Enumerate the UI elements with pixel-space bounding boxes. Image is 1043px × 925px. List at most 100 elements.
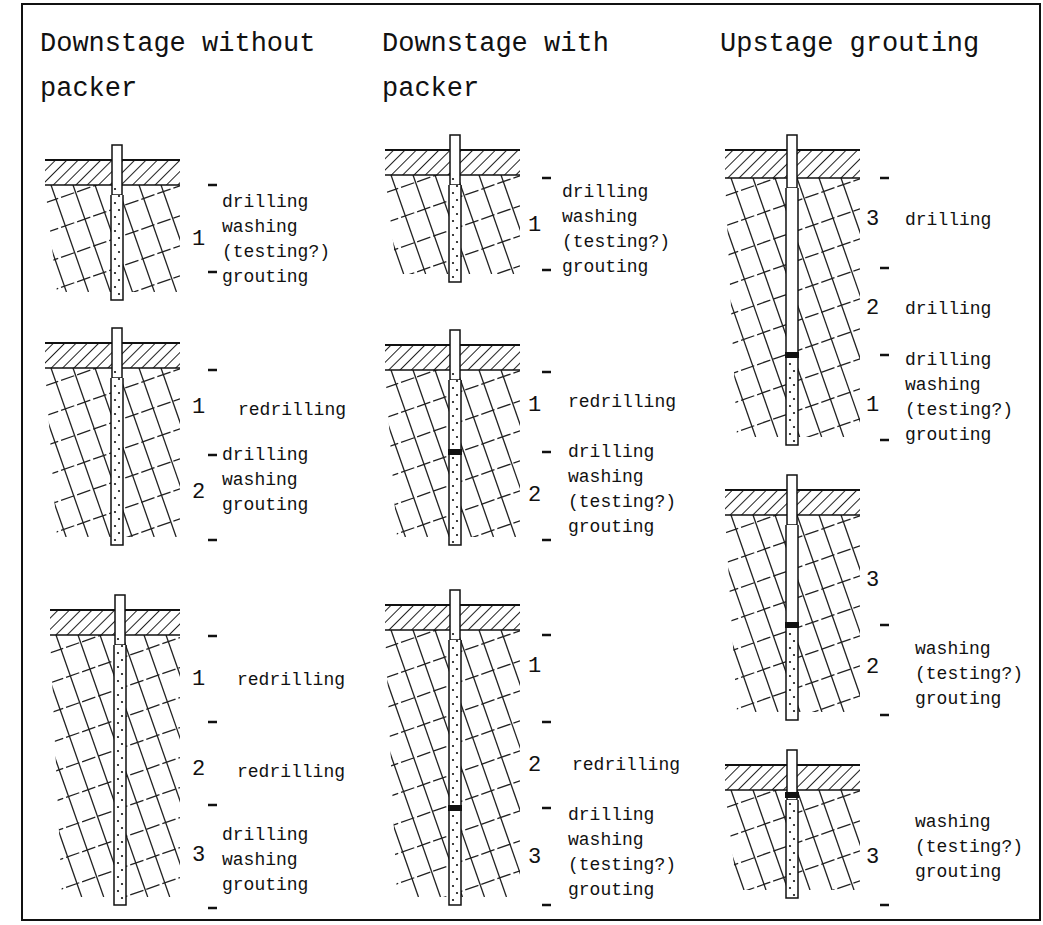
stage-mark <box>542 807 551 810</box>
joint-line <box>347 370 405 537</box>
grout-dot <box>117 680 119 682</box>
grout-dot <box>452 843 454 845</box>
grout-dot <box>793 810 795 812</box>
grout-dot <box>118 293 120 295</box>
grout-dot <box>793 880 795 882</box>
grout-dot <box>452 457 454 459</box>
joint-line <box>325 370 383 537</box>
grout-dot <box>456 380 458 382</box>
grout-dot <box>452 871 454 873</box>
grout-dot <box>456 794 458 796</box>
rock-joints <box>665 761 898 925</box>
grout-dot <box>789 391 791 393</box>
grout-dot <box>456 850 458 852</box>
step-note: drilling washing (testing?) grouting <box>568 440 676 540</box>
joint-line <box>457 630 550 897</box>
joint-line <box>523 175 558 274</box>
joint-line <box>29 368 88 537</box>
stage-mark <box>208 635 217 638</box>
step-note: washing (testing?) grouting <box>915 637 1023 712</box>
grout-dot <box>789 831 791 833</box>
grout-dot <box>118 518 120 520</box>
step-note: redrilling <box>568 390 676 415</box>
grout-dot <box>452 885 454 887</box>
grout-dot <box>456 422 458 424</box>
grout-dot <box>456 185 458 187</box>
stage-number: 2 <box>528 753 541 779</box>
step-note: drilling washing (testing?) grouting <box>905 348 1013 448</box>
joint-line <box>95 368 154 537</box>
joint-line <box>457 175 492 274</box>
grout-dot <box>121 715 123 717</box>
step-note: drilling <box>905 297 991 322</box>
stage-mark <box>880 624 889 627</box>
standpipe <box>787 475 797 525</box>
grout-dot <box>452 675 454 677</box>
grout-dot <box>456 752 458 754</box>
grout-dot <box>118 434 120 436</box>
step-note: drilling washing (testing?) grouting <box>568 803 676 903</box>
joint-line <box>369 175 404 274</box>
standpipe <box>787 135 797 188</box>
stage-number: 3 <box>528 845 541 871</box>
joint-line <box>325 175 360 274</box>
grout-dot <box>121 645 123 647</box>
column-heading: Downstage with packer <box>382 22 682 112</box>
grout-dot <box>452 262 454 264</box>
joint-line <box>391 370 449 537</box>
grout-dot <box>452 815 454 817</box>
stage-mark <box>208 271 217 274</box>
grout-dot <box>121 897 123 899</box>
grout-dot <box>456 436 458 438</box>
grout-dot <box>114 413 116 415</box>
packer <box>785 792 799 798</box>
borehole-panel <box>0 328 242 566</box>
grout-dot <box>117 694 119 696</box>
rock-joints <box>325 146 558 313</box>
grout-dot <box>456 710 458 712</box>
grout-dot <box>789 419 791 421</box>
grout <box>789 803 795 896</box>
grout-dot <box>452 220 454 222</box>
grout-dot <box>456 668 458 670</box>
joint-line <box>413 370 471 537</box>
grout-dot <box>789 887 791 889</box>
step-note: washing (testing?) grouting <box>915 810 1023 885</box>
step-note: redrilling <box>237 760 345 785</box>
borehole-panel <box>325 330 581 568</box>
grout-dot <box>456 506 458 508</box>
grout-dot <box>456 534 458 536</box>
stage-number: 2 <box>528 483 541 509</box>
joint-line <box>797 790 832 890</box>
stage-number: 3 <box>866 207 879 233</box>
packer <box>448 449 462 455</box>
joint-line <box>841 515 910 712</box>
grout-dot <box>452 206 454 208</box>
grout-dot <box>456 682 458 684</box>
grout-dot <box>789 703 791 705</box>
joint-line <box>501 370 559 537</box>
joint-line <box>413 175 448 274</box>
grout-dot <box>789 377 791 379</box>
stage-mark <box>880 439 889 442</box>
grout-dot <box>117 708 119 710</box>
joint-line <box>687 790 722 890</box>
grout-dot <box>452 661 454 663</box>
grout-dot <box>456 696 458 698</box>
stage-number: 3 <box>866 568 879 594</box>
grout-dot <box>118 406 120 408</box>
grout-dot <box>114 188 116 190</box>
grout-dot <box>452 387 454 389</box>
grout-dot <box>114 497 116 499</box>
grout-dot <box>114 469 116 471</box>
grout-dot <box>456 241 458 243</box>
stage-mark <box>542 904 551 907</box>
grout-dot <box>452 633 454 635</box>
grout-dot <box>114 525 116 527</box>
grout-dot <box>456 199 458 201</box>
standpipe <box>112 328 122 378</box>
grout-dot <box>789 647 791 649</box>
joint-line <box>841 790 876 890</box>
grout-dot <box>121 841 123 843</box>
grout-dot <box>121 813 123 815</box>
